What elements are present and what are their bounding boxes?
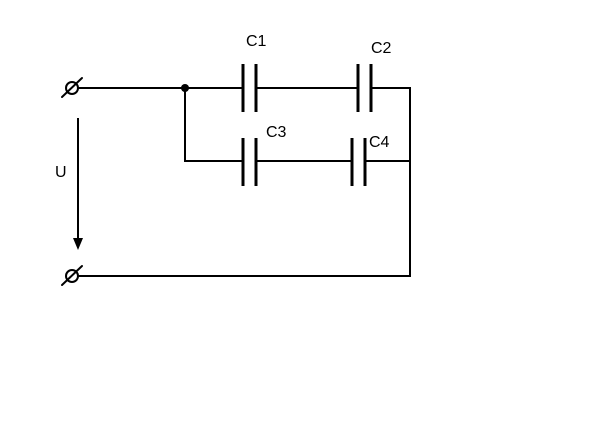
voltage-arrow-head — [73, 238, 83, 250]
label-c4: C4 — [369, 134, 390, 151]
capacitor-c1 — [241, 64, 258, 112]
label-c1: C1 — [246, 33, 267, 50]
voltage-arrow — [73, 118, 83, 250]
label-c3: C3 — [266, 124, 287, 141]
capacitor-c4 — [350, 138, 367, 186]
capacitor-c3 — [241, 138, 258, 186]
terminal-bottom-slash — [61, 265, 83, 286]
terminal-top-slash — [61, 77, 83, 98]
label-c2: C2 — [371, 40, 392, 57]
capacitor-c2 — [356, 64, 373, 112]
label-voltage-u: U — [55, 164, 67, 181]
